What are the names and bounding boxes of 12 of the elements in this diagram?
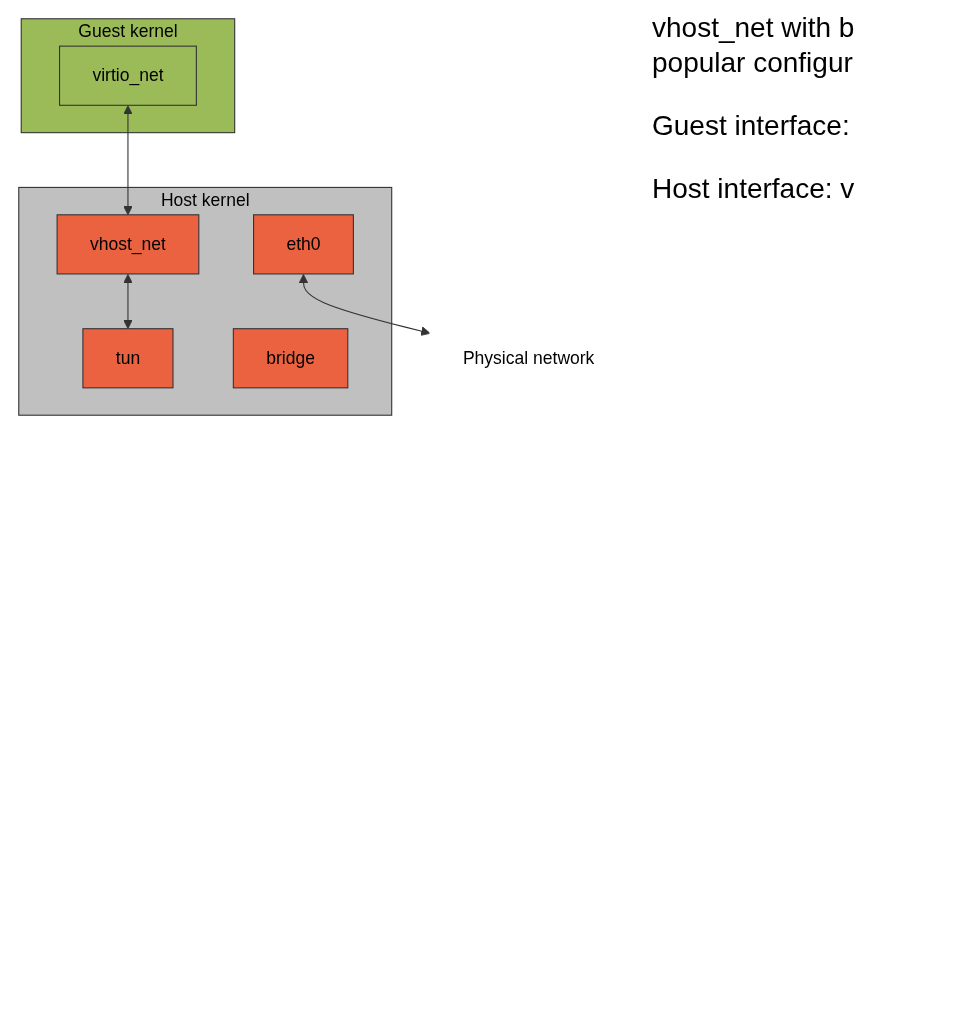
node-box: bridge bbox=[232, 328, 349, 389]
arrow bbox=[123, 273, 133, 330]
node-box: tun bbox=[82, 328, 174, 389]
note-text: Host interface: v bbox=[652, 172, 856, 206]
arrow bbox=[298, 273, 431, 336]
note-text: Guest interface: bbox=[652, 109, 851, 143]
node-box: eth0 bbox=[253, 214, 354, 275]
node-box: virtio_net bbox=[59, 45, 197, 106]
node-text: Physical network bbox=[462, 348, 595, 368]
arrow bbox=[123, 105, 133, 216]
node-box: vhost_net bbox=[56, 214, 200, 275]
note-text: vhost_net with b popular configur bbox=[652, 11, 856, 80]
